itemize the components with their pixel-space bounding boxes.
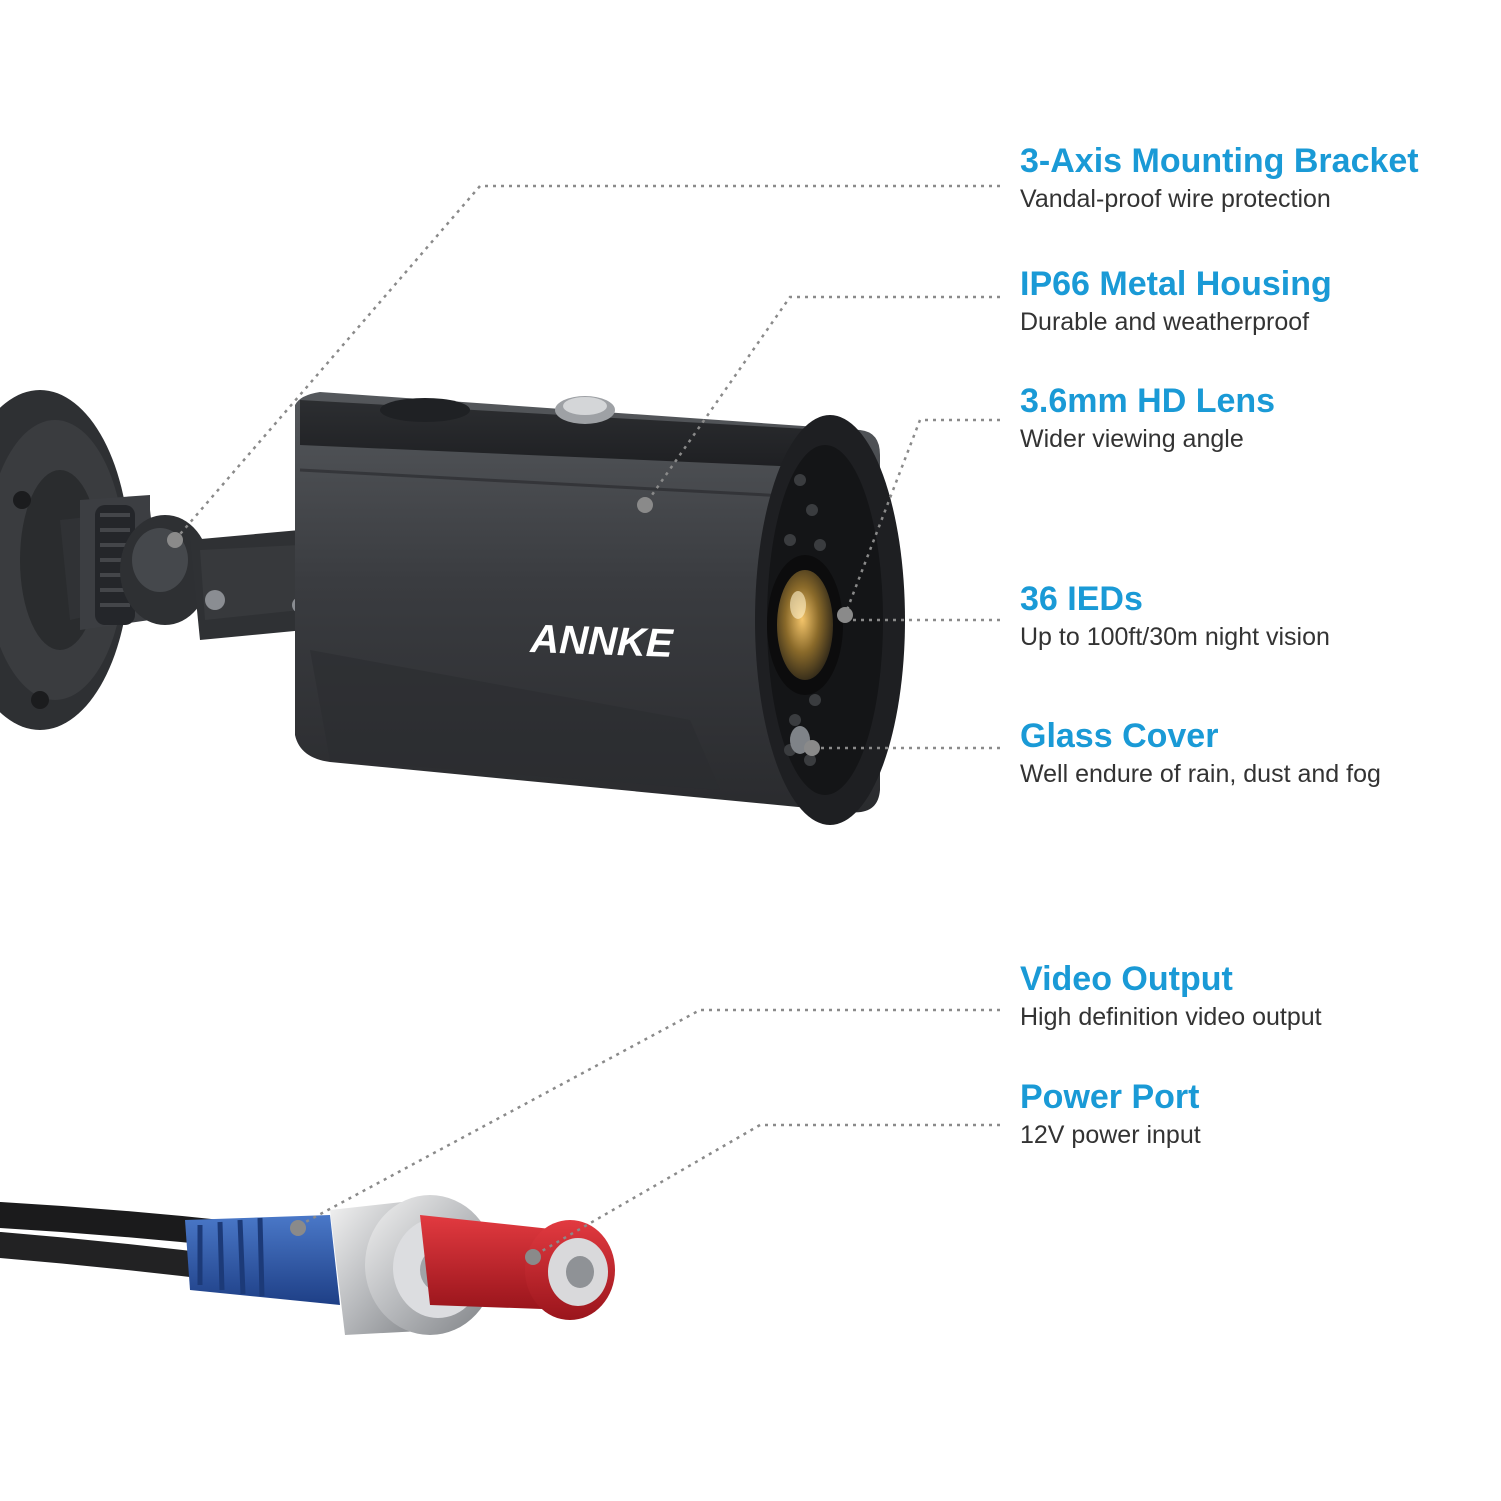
feature-description: 12V power input — [1020, 1121, 1201, 1149]
leader-mounting-bracket — [174, 184, 1000, 541]
feature-mounting-bracket: 3-Axis Mounting Bracket Vandal-proof wir… — [1020, 142, 1490, 214]
bracket-screw-1 — [205, 590, 225, 610]
feature-power-port: Power Port 12V power input — [1020, 1078, 1490, 1150]
feature-title: IP66 Metal Housing — [1020, 265, 1332, 303]
lens — [767, 555, 843, 695]
feature-title: Power Port — [1020, 1078, 1200, 1116]
feature-title: Glass Cover — [1020, 717, 1219, 755]
dot-power-port — [525, 1249, 541, 1265]
leader-hd-lens — [843, 418, 1000, 616]
feature-description: Vandal-proof wire protection — [1020, 185, 1331, 213]
feature-glass-cover: Glass Cover Well endure of rain, dust an… — [1020, 717, 1490, 789]
cable-assembly — [0, 1195, 615, 1335]
leader-video-output — [299, 1008, 1000, 1227]
ir-led-ring — [784, 474, 826, 766]
dot-mounting-bracket — [167, 532, 183, 548]
dc-power-connector — [420, 1215, 615, 1320]
leader-metal-housing — [643, 295, 1000, 506]
reset-button — [380, 396, 615, 424]
dot-metal-housing — [637, 497, 653, 513]
feature-ir-leds: 36 IEDs Up to 100ft/30m night vision — [1020, 580, 1490, 652]
feature-title: Video Output — [1020, 960, 1233, 998]
feature-video-output: Video Output High definition video outpu… — [1020, 960, 1490, 1032]
camera-housing — [295, 392, 880, 813]
leader-power-port — [534, 1123, 1000, 1257]
camera-front — [755, 415, 905, 825]
feature-description: High definition video output — [1020, 1003, 1322, 1031]
dot-glass-cover — [804, 740, 820, 756]
leader-dots — [167, 497, 853, 1265]
feature-title: 3-Axis Mounting Bracket — [1020, 142, 1419, 180]
feature-description: Up to 100ft/30m night vision — [1020, 623, 1330, 651]
feature-title: 3.6mm HD Lens — [1020, 382, 1276, 420]
feature-title: 36 IEDs — [1020, 580, 1143, 618]
dot-video-output — [290, 1220, 306, 1236]
mount-screw-left-top — [13, 491, 31, 509]
feature-description: Well endure of rain, dust and fog — [1020, 760, 1381, 788]
brand-logo: ANNKE — [529, 617, 675, 666]
mounting-bracket — [60, 495, 308, 640]
feature-description: Wider viewing angle — [1020, 425, 1244, 453]
feature-metal-housing: IP66 Metal Housing Durable and weatherpr… — [1020, 265, 1490, 337]
feature-description: Durable and weatherproof — [1020, 308, 1310, 336]
feature-hd-lens: 3.6mm HD Lens Wider viewing angle — [1020, 382, 1490, 454]
dot-hd-lens — [837, 607, 853, 623]
leader-lines — [174, 184, 1000, 1257]
mount-screw-left-bottom — [31, 691, 49, 709]
